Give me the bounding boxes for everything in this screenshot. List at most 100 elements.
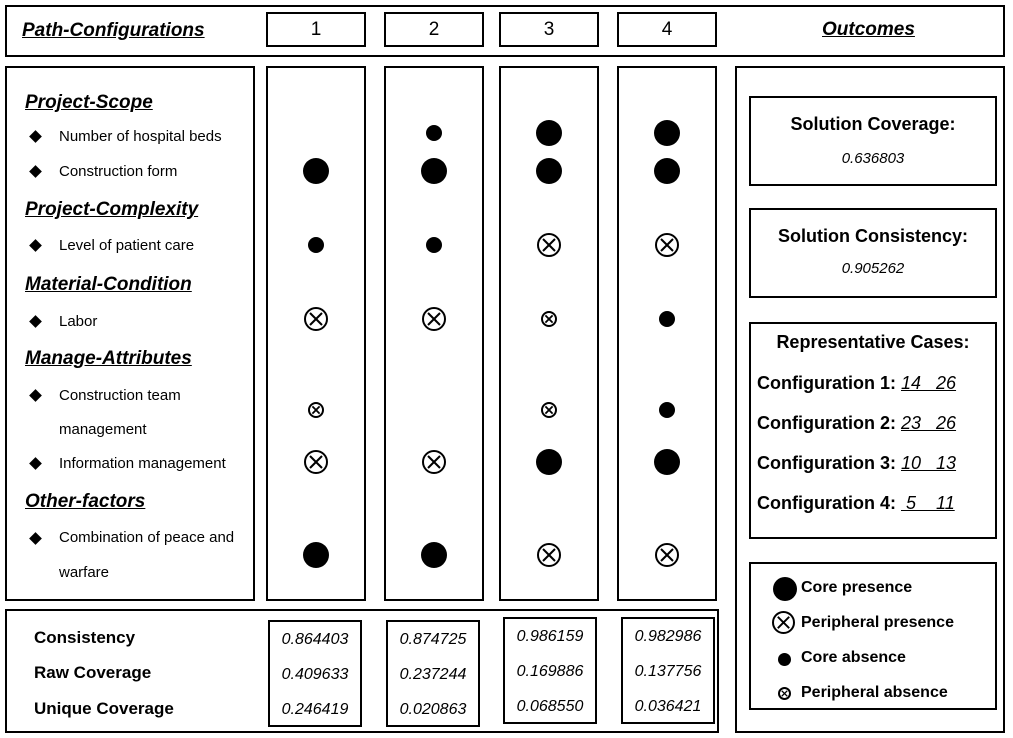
core-presence-icon	[654, 120, 680, 146]
category-material-condition: Material-Condition	[25, 274, 192, 295]
configuration-label: Configuration 4:	[757, 493, 896, 513]
configuration-column-1	[266, 66, 366, 601]
bullet-icon	[29, 165, 42, 178]
outcomes-title: Outcomes	[822, 19, 915, 40]
core-presence-icon	[536, 158, 562, 184]
core-absence-icon	[426, 237, 442, 253]
consistency-value: 0.874725	[399, 631, 467, 648]
case-ids: 23 26	[901, 413, 957, 433]
item-hospital-beds: Number of hospital beds	[59, 128, 222, 145]
stats-values-4: 0.982986 0.137756 0.036421	[621, 617, 715, 724]
unique-coverage-value: 0.246419	[281, 701, 349, 718]
item-patient-care: Level of patient care	[59, 237, 195, 254]
configuration-column-4	[617, 66, 717, 601]
legend-peripheral-presence: Peripheral presence	[801, 614, 954, 631]
configuration-column-3	[499, 66, 599, 601]
core-presence-icon	[303, 542, 329, 568]
path-configurations-title: Path-Configurations	[22, 20, 205, 41]
solution-consistency-value: 0.905262	[841, 260, 905, 277]
representative-cases-box: Representative Cases: Configuration 1: 1…	[749, 322, 997, 539]
representative-case-3: Configuration 3: 10 13	[757, 453, 956, 474]
core-presence-icon	[773, 577, 797, 601]
peripheral-presence-icon	[304, 307, 328, 331]
core-presence-icon	[303, 158, 329, 184]
stats-panel	[5, 609, 719, 733]
column-header-4: 4	[617, 12, 717, 47]
item-information-management: Information management	[59, 455, 226, 472]
configuration-column-2	[384, 66, 484, 601]
core-absence-icon	[659, 311, 675, 327]
core-presence-icon	[421, 158, 447, 184]
core-presence-icon	[654, 158, 680, 184]
consistency-value: 0.986159	[516, 628, 584, 645]
item-peace-line2: warfare	[59, 564, 110, 581]
solution-consistency-box: Solution Consistency: 0.905262	[749, 208, 997, 298]
peripheral-presence-icon	[422, 307, 446, 331]
bullet-icon	[29, 239, 42, 252]
representative-case-2: Configuration 2: 23 26	[757, 413, 956, 434]
core-absence-icon	[308, 237, 324, 253]
peripheral-absence-icon	[778, 687, 791, 700]
unique-coverage-value: 0.036421	[634, 698, 702, 715]
peripheral-presence-icon	[537, 233, 561, 257]
core-absence-icon	[778, 653, 791, 666]
stats-values-3: 0.986159 0.169886 0.068550	[503, 617, 597, 724]
peripheral-presence-icon	[304, 450, 328, 474]
configuration-label: Configuration 1:	[757, 373, 896, 393]
item-team-line2: management	[59, 421, 147, 438]
bullet-icon	[29, 315, 42, 328]
configuration-label: Configuration 3:	[757, 453, 896, 473]
legend-peripheral-absence: Peripheral absence	[801, 684, 948, 701]
solution-coverage-box: Solution Coverage: 0.636803	[749, 96, 997, 186]
raw-coverage-value: 0.409633	[281, 666, 349, 683]
column-header-2: 2	[384, 12, 484, 47]
core-presence-icon	[536, 120, 562, 146]
core-presence-icon	[654, 449, 680, 475]
core-absence-icon	[426, 125, 442, 141]
raw-coverage-value: 0.169886	[516, 663, 584, 680]
peripheral-presence-icon	[772, 611, 795, 634]
peripheral-presence-icon	[655, 233, 679, 257]
legend-core-absence: Core absence	[801, 649, 906, 666]
raw-coverage-value: 0.137756	[634, 663, 702, 680]
case-ids: 10 13	[901, 453, 957, 473]
peripheral-presence-icon	[655, 543, 679, 567]
raw-coverage-value: 0.237244	[399, 666, 467, 683]
case-ids: 5 11	[901, 493, 955, 513]
configuration-label: Configuration 2:	[757, 413, 896, 433]
peripheral-absence-icon	[541, 402, 557, 418]
item-team-line1: Construction team	[59, 387, 181, 404]
stats-values-2: 0.874725 0.237244 0.020863	[386, 620, 480, 727]
category-manage-attributes: Manage-Attributes	[25, 348, 192, 369]
column-header-3: 3	[499, 12, 599, 47]
representative-case-1: Configuration 1: 14 26	[757, 373, 956, 394]
unique-coverage-value: 0.020863	[399, 701, 467, 718]
stats-values-1: 0.864403 0.409633 0.246419	[268, 620, 362, 727]
solution-coverage-label: Solution Coverage:	[790, 114, 956, 134]
peripheral-presence-icon	[422, 450, 446, 474]
item-construction-form: Construction form	[59, 163, 178, 180]
category-project-scope: Project-Scope	[25, 92, 153, 113]
unique-coverage-value: 0.068550	[516, 698, 584, 715]
item-labor: Labor	[59, 313, 98, 330]
column-header-1: 1	[266, 12, 366, 47]
bullet-icon	[29, 389, 42, 402]
raw-coverage-label: Raw Coverage	[34, 663, 152, 682]
peripheral-absence-icon	[308, 402, 324, 418]
category-other-factors: Other-factors	[25, 491, 146, 512]
legend-box: Core presence Peripheral presence Core a…	[749, 562, 997, 710]
representative-cases-title: Representative Cases:	[776, 332, 970, 352]
core-absence-icon	[659, 402, 675, 418]
consistency-value: 0.864403	[281, 631, 349, 648]
core-presence-icon	[536, 449, 562, 475]
legend-core-presence: Core presence	[801, 579, 913, 596]
bullet-icon	[29, 130, 42, 143]
item-peace-line1: Combination of peace and	[59, 529, 235, 546]
peripheral-presence-icon	[537, 543, 561, 567]
solution-coverage-value: 0.636803	[841, 150, 905, 167]
consistency-label: Consistency	[34, 628, 136, 647]
category-project-complexity: Project-Complexity	[25, 199, 199, 220]
conditions-panel: Project-Scope Number of hospital beds Co…	[5, 66, 255, 601]
unique-coverage-label: Unique Coverage	[34, 699, 174, 718]
peripheral-absence-icon	[541, 311, 557, 327]
